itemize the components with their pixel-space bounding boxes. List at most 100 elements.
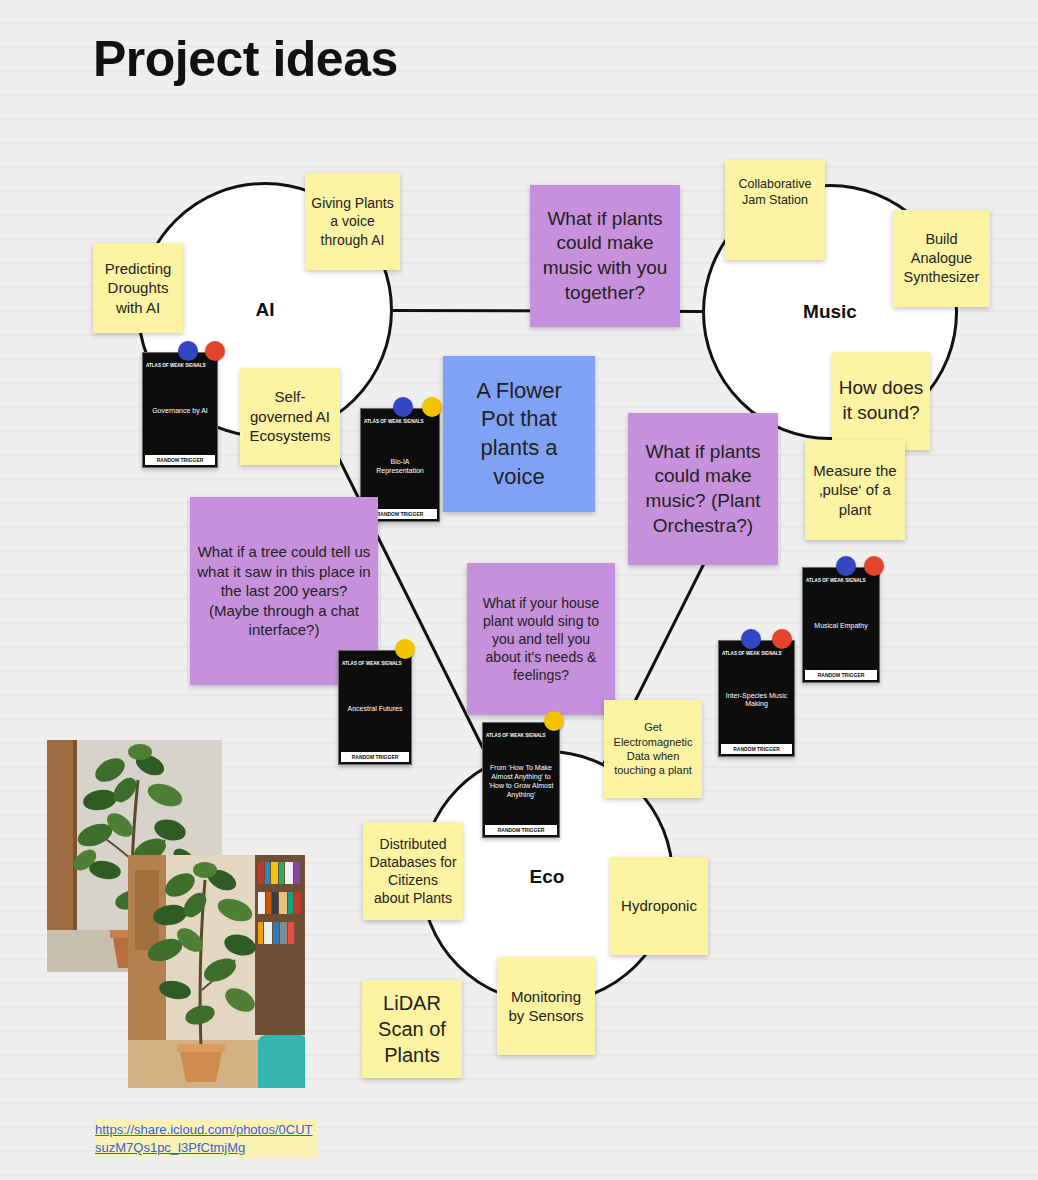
plant-photo-part — [135, 870, 159, 950]
plant-photo-part — [222, 931, 258, 959]
idea-note: Get Electromagnetic Data when touching a… — [604, 700, 702, 798]
question-note: What if plants could make music with you… — [530, 185, 680, 327]
plant-photo-part — [180, 1052, 222, 1082]
sticker-dot — [864, 556, 884, 576]
sticker-dot — [422, 397, 442, 417]
card-footer: RANDOM TRIGGER — [485, 825, 557, 835]
sticker-dot — [544, 711, 564, 731]
plant-photo-part — [265, 862, 270, 884]
idea-note: Hydroponic — [610, 857, 708, 955]
note-text: A Flower Pot that plants a voice — [463, 377, 575, 491]
plant-photo-part — [109, 773, 141, 806]
plant-photo-part — [266, 892, 271, 914]
idea-note: Predicting Droughts with AI — [93, 243, 183, 333]
plant-photo-part — [173, 923, 208, 956]
note-text: How does it sound? — [838, 376, 924, 425]
sticker-dot — [741, 629, 761, 649]
plant-photo-part — [82, 787, 119, 813]
plant-photo-part — [288, 922, 294, 944]
plant-photo-part — [255, 855, 305, 1035]
plant-photo — [128, 855, 305, 1088]
note-text: What if plants could make music? (Plant … — [634, 440, 772, 539]
note-text: Get Electromagnetic Data when touching a… — [610, 720, 696, 777]
plant-photo-part — [258, 1035, 305, 1088]
idea-note: Collaborative Jam Station — [725, 160, 825, 260]
plant-photo-part — [294, 862, 300, 884]
plant-photo-part — [258, 892, 265, 914]
question-note: What if plants could make music? (Plant … — [628, 413, 778, 565]
card-footer: RANDOM TRIGGER — [721, 744, 792, 754]
trigger-card: ATLAS OF WEAK SIGNALSFrom 'How To Make A… — [482, 722, 560, 838]
idea-note: LiDAR Scan of Plants — [362, 980, 462, 1078]
circle-label: Eco — [530, 866, 565, 888]
plant-photo-part — [128, 744, 152, 760]
idea-note: How does it sound? — [832, 352, 930, 450]
photo-link: https://share.icloud.com/photos/0CUTsuzM… — [95, 1120, 317, 1158]
note-text: Build Analogue Synthesizer — [899, 230, 984, 287]
idea-note: Distributed Databases for Citizens about… — [363, 822, 463, 920]
plant-photo-part — [273, 922, 279, 944]
note-text: Collaborative Jam Station — [731, 176, 819, 209]
plant-photo-part — [258, 862, 264, 884]
plant-photo-part — [177, 1044, 225, 1052]
plant-photo-part — [258, 922, 263, 944]
idea-note: Monitoring by Sensors — [497, 957, 595, 1055]
plant-photo-part — [200, 954, 239, 986]
card-title: Musical Empathy — [803, 584, 879, 671]
sticker-dot — [205, 341, 225, 361]
plant-photo-part — [221, 983, 259, 1016]
note-text: What if a tree could tell us what it saw… — [196, 542, 372, 640]
trigger-card: ATLAS OF WEAK SIGNALSMusical EmpathyRAND… — [802, 567, 880, 683]
concept-note: A Flower Pot that plants a voice — [443, 356, 595, 512]
note-text: Measure the ‚pulse‘ of a plant — [811, 461, 899, 520]
note-text: Hydroponic — [616, 896, 702, 916]
plant-photo-part — [280, 922, 287, 944]
trigger-card: ATLAS OF WEAK SIGNALSGovernance by AIRAN… — [142, 352, 218, 468]
card-title: From 'How To Make Almost Anything' to 'H… — [483, 739, 559, 826]
card-footer: RANDOM TRIGGER — [145, 455, 215, 465]
card-footer: RANDOM TRIGGER — [805, 670, 877, 680]
plant-photo-part — [294, 892, 301, 914]
plant-photo-part — [179, 888, 211, 921]
plant-photo-part — [288, 892, 293, 914]
plant-photo-part — [279, 862, 284, 884]
note-text: What if plants could make music with you… — [536, 207, 674, 306]
plant-photo-part — [285, 862, 293, 884]
note-text: LiDAR Scan of Plants — [368, 990, 456, 1068]
plant-photo-part — [183, 1002, 217, 1027]
note-text: Self-governed AI Ecosystems — [246, 387, 334, 446]
sticker-dot — [393, 397, 413, 417]
plant-photo-part — [152, 902, 189, 928]
plant-photo-part — [271, 862, 278, 884]
plant-photo-part — [193, 862, 217, 878]
trigger-card: ATLAS OF WEAK SIGNALSInter-Species Music… — [718, 640, 795, 757]
plant-photo-part — [215, 894, 256, 925]
plant-photo-part — [279, 892, 287, 914]
card-footer: RANDOM TRIGGER — [341, 752, 409, 762]
plant-photo-part — [272, 892, 278, 914]
card-title: Governance by AI — [143, 369, 217, 456]
plant-photo-part — [73, 740, 77, 945]
circle-label: Music — [803, 301, 857, 323]
note-text: Monitoring by Sensors — [503, 987, 589, 1026]
note-text: Giving Plants a voice through AI — [311, 194, 394, 249]
sticker-dot — [395, 639, 415, 659]
sticker-dot — [772, 629, 792, 649]
idea-note: Build Analogue Synthesizer — [893, 210, 990, 307]
idea-note: Self-governed AI Ecosystems — [240, 368, 340, 465]
note-text: Distributed Databases for Citizens about… — [369, 835, 457, 908]
plant-photo-part — [145, 779, 186, 810]
plant-photo-part — [158, 978, 193, 1001]
circle-label: AI — [256, 299, 275, 321]
plant-photo-part — [70, 846, 100, 875]
trigger-card: ATLAS OF WEAK SIGNALSAncestral FuturesRA… — [338, 650, 412, 765]
note-text: What if your house plant would sing to y… — [473, 594, 609, 685]
sticker-dot — [178, 341, 198, 361]
sticker-dot — [836, 556, 856, 576]
card-title: Ancestral Futures — [339, 667, 411, 753]
note-text: Predicting Droughts with AI — [99, 259, 177, 318]
question-note: What if your house plant would sing to y… — [467, 563, 615, 715]
idea-note: Giving Plants a voice through AI — [305, 173, 400, 270]
plant-photo-part — [47, 740, 73, 945]
